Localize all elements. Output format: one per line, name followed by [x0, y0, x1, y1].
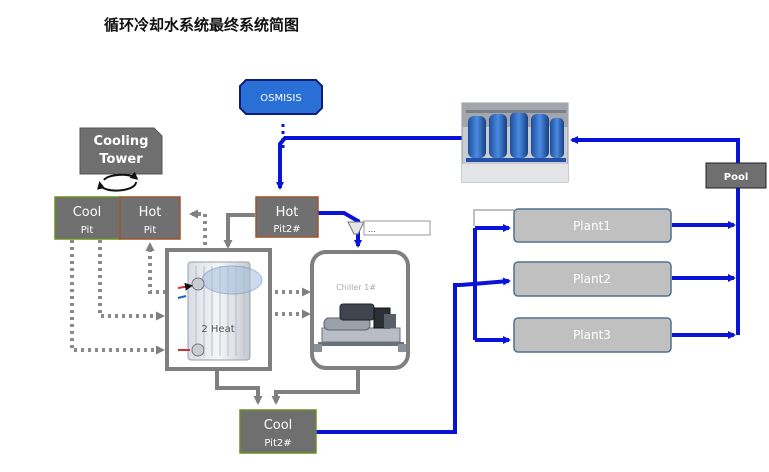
plate-heat-exchanger-illustration: [177, 261, 263, 361]
hot-pit2-node[interactable]: Hot Pit2#: [255, 196, 319, 238]
cooling-tower-label-line1: Cooling: [94, 134, 149, 149]
blue-pipes: [276, 136, 740, 434]
hot-pit-label-line2: Pit: [144, 225, 157, 236]
pool-node[interactable]: Pool: [705, 162, 767, 189]
sand-filter-tanks-photo: [461, 102, 569, 183]
plant1-label: Plant1: [573, 219, 611, 233]
plant3-label: Plant3: [573, 328, 611, 342]
osmisis-node[interactable]: OSMISIS: [239, 79, 323, 115]
dotted-line-coolpit-outer: [70, 240, 165, 355]
water-chiller-unit-illustration: [314, 303, 406, 352]
gray-pipes: [215, 213, 360, 405]
pool-label: Pool: [724, 172, 749, 183]
plant1-node[interactable]: Plant1: [513, 208, 672, 243]
hot-pit2-label-line2: Pit2#: [273, 224, 300, 235]
cool-pit2-label-line1: Cool: [264, 418, 293, 433]
hot-pit-node[interactable]: Hot Pit: [119, 196, 181, 240]
callout-box: ...: [347, 220, 431, 236]
blue-pipe-coolpit2-out: [316, 283, 461, 434]
dotted-line-hx-top: [189, 209, 207, 252]
hot-pit2-label-line1: Hot: [276, 205, 299, 220]
osmisis-label: OSMISIS: [260, 93, 301, 104]
callout-label: ...: [368, 225, 376, 234]
gray-pipe-hotpit2-to-hx: [223, 213, 255, 249]
heat-exchanger-label: 2 Heat: [201, 324, 234, 335]
cool-pit2-label-line2: Pit2#: [264, 438, 291, 449]
plant2-label: Plant2: [573, 272, 611, 286]
cooling-tower-label-line2: Tower: [99, 152, 143, 167]
blue-pipe-filter-return: [276, 136, 560, 190]
chiller-node[interactable]: Chiller 1#: [310, 250, 410, 370]
cooling-tower-node[interactable]: Cooling Tower: [79, 127, 163, 175]
cool-pit-label-line2: Pit: [81, 225, 94, 236]
chiller-label: Chiller 1#: [336, 283, 376, 292]
cool-pit-label-line1: Cool: [73, 205, 102, 220]
plant2-node[interactable]: Plant2: [513, 261, 672, 297]
plant1-bracket: [473, 209, 514, 226]
gray-pipe-chiller-to-coolpit2: [271, 370, 360, 405]
hot-pit-label-line1: Hot: [139, 205, 162, 220]
blue-pipe-to-plant2: [460, 277, 511, 287]
circular-arrows-icon: [97, 171, 139, 192]
heat-exchanger-node[interactable]: 2 Heat: [165, 248, 272, 371]
dotted-line-coolpit-inner: [98, 240, 165, 321]
plant3-node[interactable]: Plant3: [513, 317, 672, 353]
cool-pit2-node[interactable]: Cool Pit2#: [239, 409, 317, 454]
cool-pit-node[interactable]: Cool Pit: [54, 196, 121, 240]
gray-pipe-hx-to-coolpit2: [215, 370, 263, 405]
page-title: 循环冷却水系统最终系统简图: [104, 16, 300, 34]
